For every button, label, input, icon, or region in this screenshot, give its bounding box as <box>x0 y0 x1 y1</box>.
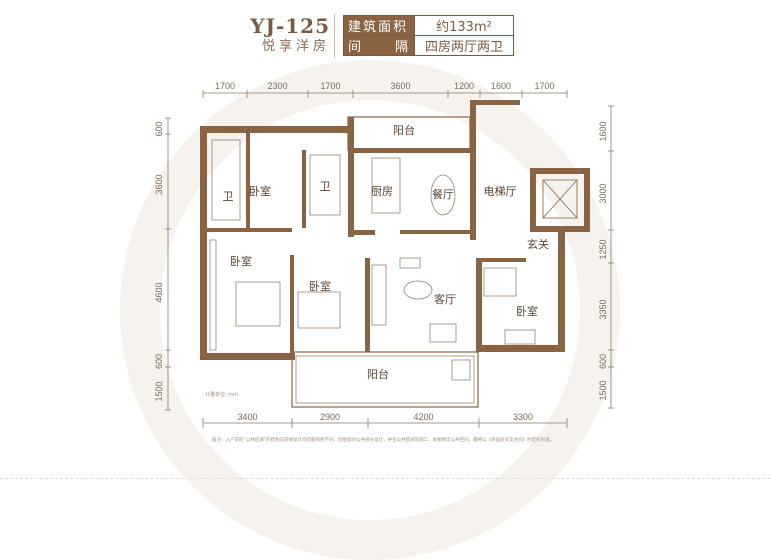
room-living: 客厅 <box>434 292 456 306</box>
unit-note: 计量单位: mm <box>205 392 239 398</box>
dimension-label: 1700 <box>320 81 340 91</box>
dimension-label: 3300 <box>513 412 533 422</box>
room-balcony-top: 阳台 <box>393 123 415 137</box>
dimension-label: 1700 <box>215 81 235 91</box>
spec-row-layout: 间隔 四房两厅两卫 <box>343 35 514 56</box>
dimension-label: 1600 <box>598 121 608 141</box>
spec-label: 间隔 <box>343 35 415 56</box>
dimension-label: 600 <box>154 354 164 369</box>
dimension-label: 3350 <box>598 299 608 319</box>
spec-value: 四房两厅两卫 <box>414 35 514 56</box>
room-bedroom-right: 卧室 <box>516 304 538 318</box>
dimension-label: 1200 <box>454 81 474 91</box>
room-bath-left: 卫 <box>223 190 234 203</box>
bottom-divider <box>0 478 770 479</box>
dimension-label: 3400 <box>237 412 257 422</box>
dimension-label: 600 <box>154 121 164 136</box>
dimension-label: 4600 <box>154 282 164 302</box>
dimension-label: 4200 <box>413 412 433 422</box>
dimension-lines <box>165 90 614 428</box>
spec-table: 建筑面积 约133m² 间隔 四房两厅两卫 <box>343 15 514 56</box>
dimension-label: 1600 <box>491 81 511 91</box>
dimension-label: 1500 <box>598 380 608 400</box>
room-labels: 阳台 卫 卧室 卫 厨房 餐厅 电梯厅 玄关 卧室 卧室 客厅 卧室 阳台 <box>223 123 550 381</box>
room-bath-mid: 卫 <box>320 180 331 193</box>
divider <box>334 14 335 58</box>
room-bedroom-left: 卧室 <box>230 254 252 268</box>
furniture <box>209 139 536 381</box>
room-foyer: 玄关 <box>527 237 549 251</box>
walls <box>200 100 590 360</box>
spec-label-right: 隔 <box>394 40 410 55</box>
dimension-label: 1500 <box>154 381 164 401</box>
dimension-label: 3600 <box>154 174 164 194</box>
dimension-label: 2300 <box>267 81 287 91</box>
dimension-label: 3600 <box>390 81 410 91</box>
dimension-label: 3000 <box>598 183 608 203</box>
dimension-label: 600 <box>598 354 608 369</box>
room-balcony-bottom: 阳台 <box>367 367 389 381</box>
dimension-label: 1700 <box>534 81 554 91</box>
balcony-outlines <box>291 116 479 408</box>
elevator-shaft <box>542 179 578 219</box>
unit-subtitle: 悦享洋房 <box>261 39 330 54</box>
room-elevator-hall: 电梯厅 <box>484 185 517 198</box>
spec-label: 建筑面积 <box>343 15 415 36</box>
room-bedroom-mid: 卧室 <box>309 279 331 293</box>
dimension-label: 1250 <box>598 239 608 259</box>
room-bedroom-top: 卧室 <box>249 184 271 198</box>
room-kitchen: 厨房 <box>371 185 393 198</box>
unit-title: YJ-125 悦享洋房 <box>238 14 330 56</box>
room-dining: 餐厅 <box>432 187 454 201</box>
spec-label-left: 间 <box>348 40 364 55</box>
spec-value: 约133m² <box>414 15 514 36</box>
unit-code: YJ-125 <box>250 14 330 38</box>
spec-row-area: 建筑面积 约133m² <box>343 15 514 36</box>
dimension-label: 2900 <box>320 412 340 422</box>
floor-plan: 1700 2300 1700 3600 1200 1600 1700 3400 2900 4200… <box>154 81 614 428</box>
footnote: 备注：入户前的“公共区域”的结构与装修设计均可能有所不同，因后续对公共部分设计，… <box>212 438 555 443</box>
